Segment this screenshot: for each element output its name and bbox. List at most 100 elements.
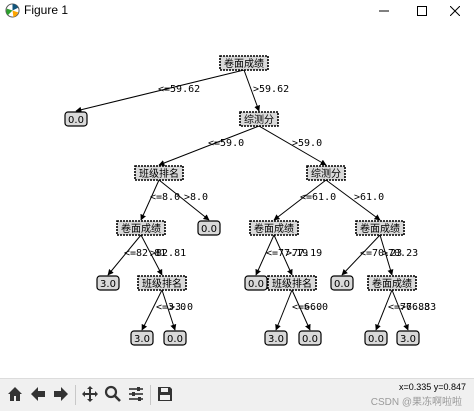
leaf-node: 3.0: [130, 330, 154, 346]
tree-edge: [140, 179, 160, 221]
sliders-icon: [129, 387, 143, 401]
node-box: [197, 220, 221, 236]
node-label: 卷面成绩: [121, 222, 161, 235]
decision-node: 卷面成绩: [116, 220, 166, 236]
tree-edge: [255, 234, 275, 276]
leaf-node: 0.0: [298, 330, 322, 346]
edge-label: <=61.0: [300, 192, 336, 203]
leaf-node: 0.0: [64, 111, 88, 127]
close-button[interactable]: [436, 0, 474, 22]
decision-node: 班级排名: [134, 165, 184, 181]
toolbar-separator: [75, 385, 76, 405]
edge-label: <=82.81: [124, 248, 166, 259]
back-button[interactable]: [27, 383, 49, 405]
edge-label: >76.83: [400, 302, 436, 313]
tree-edge: [75, 69, 245, 113]
leaf-node: 0.0: [244, 275, 268, 291]
node-label: 班级排名: [272, 277, 312, 290]
edge-label: <=3.0: [156, 302, 186, 313]
node-box: [137, 275, 187, 291]
home-icon: [8, 387, 22, 401]
edge-label: >8.0: [184, 192, 208, 203]
close-icon: [450, 6, 460, 16]
figure-canvas[interactable]: <=59.62 >59.62 <=59.0 >59.0 <=8.0 >8.0 <=61.0 >…: [0, 22, 474, 378]
edge-label: <=6.0: [292, 302, 322, 313]
tree-edge: [341, 234, 381, 276]
edge-label: <=76.83: [388, 302, 430, 313]
node-box: [264, 330, 288, 346]
leaf-node: 0.0: [163, 330, 187, 346]
node-box: [239, 111, 279, 127]
node-box: [298, 330, 322, 346]
edge-label: >70.23: [382, 248, 418, 259]
watermark-text: CSDN @果冻啊啦啦: [370, 397, 462, 408]
edge-label: <=59.62: [158, 84, 200, 95]
node-box: [249, 220, 299, 236]
edge-label: >59.0: [292, 138, 322, 149]
edge-label: <=70.23: [360, 248, 402, 259]
node-label: 0.0: [201, 224, 217, 235]
tree-edge: [161, 289, 177, 331]
edge-label: >59.62: [253, 84, 289, 95]
node-label: 卷面成绩: [254, 222, 294, 235]
leaf-node: 0.0: [364, 330, 388, 346]
decision-node: 卷面成绩: [249, 220, 299, 236]
edge-label: >3.0: [169, 302, 193, 313]
floppy-icon: [158, 387, 172, 401]
node-box: [130, 330, 154, 346]
edge-label: >77.19: [286, 248, 322, 259]
decision-node: 班级排名: [137, 275, 187, 291]
node-label: 综测分: [244, 113, 274, 126]
maximize-button[interactable]: [403, 0, 441, 22]
edge-label: >6.0: [304, 302, 328, 313]
minimize-button[interactable]: [365, 0, 403, 22]
edge-label: <=59.0: [208, 138, 244, 149]
node-box: [244, 275, 268, 291]
zoom-button[interactable]: [102, 383, 124, 405]
node-label: 0.0: [167, 334, 183, 345]
save-button[interactable]: [154, 383, 176, 405]
configure-subplots-button[interactable]: [125, 383, 147, 405]
decision-node: 卷面成绩: [355, 220, 405, 236]
decision-node: 卷面成绩: [367, 275, 417, 291]
tree-edge: [291, 289, 311, 331]
node-label: 3.0: [268, 334, 284, 345]
tree-edge: [275, 289, 293, 331]
node-box: [367, 275, 417, 291]
node-box: [163, 330, 187, 346]
node-label: 0.0: [248, 279, 264, 290]
tree-edge: [258, 125, 327, 166]
minimize-icon: [379, 10, 389, 12]
leaf-node: 3.0: [396, 330, 420, 346]
edge-label: <=8.0: [150, 192, 180, 203]
navigation-toolbar: x=0.335 y=0.847 CSDN @果冻啊啦啦: [0, 378, 474, 411]
tree-edge: [391, 289, 409, 331]
node-label: 3.0: [134, 334, 150, 345]
decision-node: 班级排名: [267, 275, 317, 291]
tree-edge: [273, 179, 327, 221]
node-box: [64, 111, 88, 127]
tree-edges: <=59.62 >59.62 <=59.0 >59.0 <=8.0 >8.0 <=61.0 >…: [75, 69, 436, 331]
tree-edge: [379, 234, 394, 276]
tree-edge: [243, 69, 260, 112]
node-box: [219, 55, 269, 71]
tree-edge: [107, 234, 142, 276]
node-label: 卷面成绩: [224, 57, 264, 70]
node-label: 综测分: [311, 167, 341, 180]
home-button[interactable]: [4, 383, 26, 405]
tree-edge: [140, 234, 163, 276]
leaf-node: 0.0: [197, 220, 221, 236]
tree-edge: [158, 179, 210, 221]
edge-label: >61.0: [354, 192, 384, 203]
leaf-node: 3.0: [96, 275, 120, 291]
forward-button[interactable]: [50, 383, 72, 405]
node-label: 3.0: [100, 279, 116, 290]
matplotlib-icon: [5, 3, 20, 18]
node-label: 班级排名: [139, 167, 179, 180]
node-label: 3.0: [400, 334, 416, 345]
node-label: 卷面成绩: [360, 222, 400, 235]
leaf-node: 0.0: [330, 275, 354, 291]
node-box: [267, 275, 317, 291]
pan-button[interactable]: [79, 383, 101, 405]
